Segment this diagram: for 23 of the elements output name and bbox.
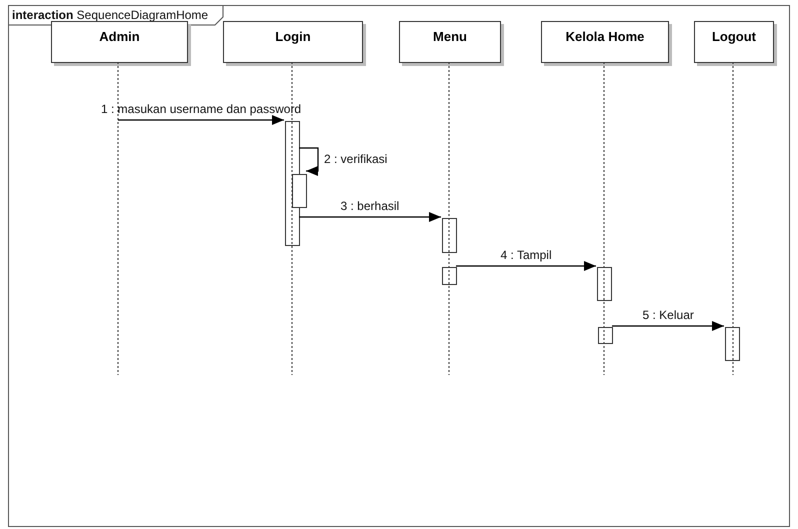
message-arrow (118, 115, 284, 125)
lifeline-head: Menu (399, 21, 501, 63)
lifeline-head: Login (223, 21, 363, 63)
message-label: 1 : masukan username dan password (101, 102, 302, 116)
lifeline-head: Kelola Home (541, 21, 669, 63)
message-arrow (299, 147, 319, 176)
message-label: 5 : Keluar (642, 308, 694, 322)
activation-bar (442, 218, 457, 253)
message-label: 2 : verifikasi (324, 152, 388, 166)
activation-bar (442, 267, 457, 285)
activation-bar (597, 267, 612, 301)
message-arrow (612, 321, 724, 331)
activation-bar (725, 327, 740, 361)
interaction-frame (8, 5, 790, 527)
frame-title: interaction SequenceDiagramHome (12, 8, 208, 22)
message-arrow (456, 261, 596, 271)
lifeline-head: Logout (694, 21, 774, 63)
activation-bar (598, 327, 613, 344)
message-label: 4 : Tampil (500, 248, 552, 262)
lifeline-head: Admin (51, 21, 188, 63)
activation-bar (292, 174, 307, 208)
message-label: 3 : berhasil (340, 199, 400, 213)
message-arrow (299, 212, 441, 222)
